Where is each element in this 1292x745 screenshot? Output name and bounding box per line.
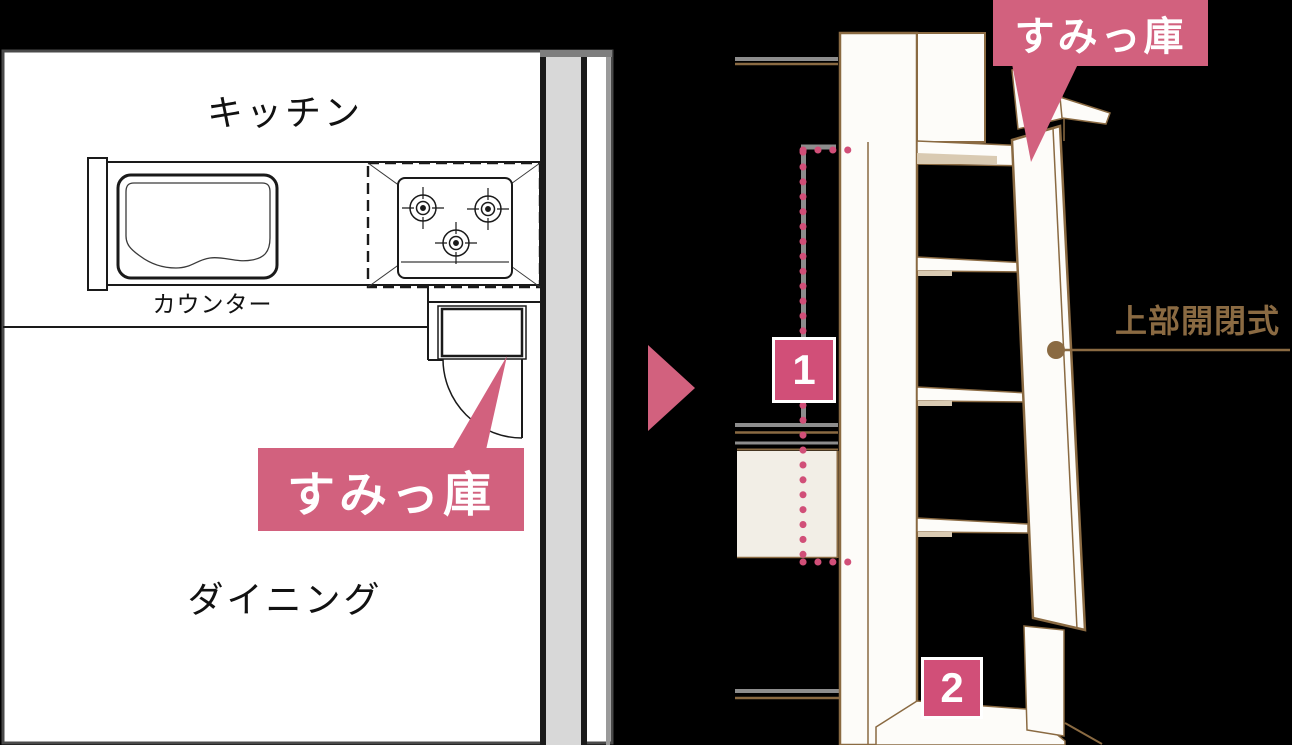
- storage-name-tag: すみっ庫: [993, 0, 1208, 66]
- shelf-shadow: [918, 271, 952, 276]
- floor-plan: [1, 49, 614, 745]
- storage-cabinet-plan: [440, 307, 524, 358]
- shelf: [916, 386, 1029, 403]
- cabinet-illustration: [735, 31, 1290, 745]
- counter-front-edge: [3, 285, 540, 361]
- sink: [116, 173, 279, 280]
- burner-icon: [467, 188, 509, 230]
- counter-end-panel: [87, 157, 108, 291]
- storage-niche-outline: [437, 305, 527, 360]
- floor-plan-outline: [1, 49, 614, 745]
- door-type-label: 上部開閉式: [1114, 303, 1280, 339]
- height-dotted-lines: [799, 146, 865, 566]
- burner-icon: [435, 222, 477, 264]
- base-cabinet: [737, 451, 838, 558]
- shelf: [916, 256, 1029, 273]
- wall-lines: [735, 57, 840, 700]
- shelf-shadow: [918, 532, 952, 537]
- burner-icon: [402, 187, 444, 229]
- shelf-shadow: [918, 401, 952, 406]
- storage-name-tag: すみっ庫: [258, 448, 524, 531]
- door-thickness-line: [1052, 127, 1078, 630]
- door-lower-jamb: [1023, 625, 1065, 737]
- stove-zone-dashed: [366, 161, 542, 289]
- number-marker-2: 2: [921, 657, 983, 719]
- cabinet-top-section: [916, 32, 986, 143]
- top-frame-shadow: [917, 153, 997, 164]
- arrow-right-icon: [648, 345, 695, 431]
- counter-label: カウンター: [152, 291, 273, 317]
- dining-label: ダイニング: [187, 579, 383, 620]
- sink-inner-line: [125, 182, 271, 269]
- shelf: [916, 517, 1029, 534]
- wall-top-cap: [540, 50, 612, 57]
- number-marker-1: 1: [772, 337, 836, 403]
- floor-edge-line: [1064, 722, 1103, 745]
- callout-tail: [452, 356, 507, 450]
- upper-door-flap: [1059, 95, 1111, 125]
- cabinet-side-panel: [838, 31, 919, 745]
- wall-fill: [546, 54, 582, 745]
- door-swing-arc: [442, 358, 523, 439]
- kitchen-label: キッチン: [206, 92, 363, 133]
- callout-tail: [1012, 64, 1078, 162]
- cooktop: [397, 177, 513, 279]
